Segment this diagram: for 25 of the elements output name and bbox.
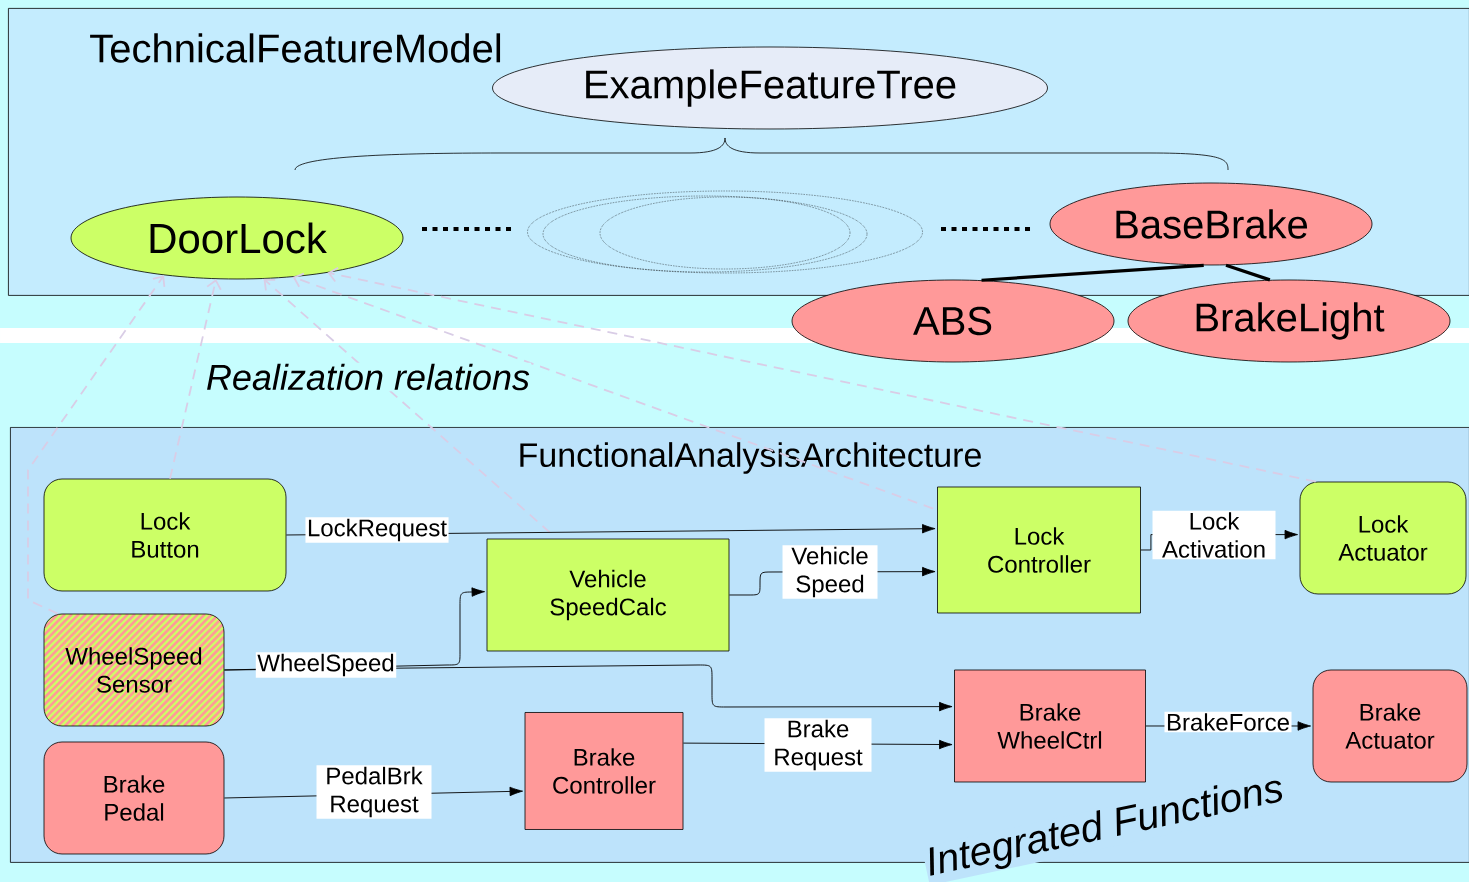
function-box: Lock Actuator	[1299, 481, 1467, 595]
dashed-arrow	[27, 275, 166, 615]
function-box: WheelSpeed Sensor	[43, 613, 225, 727]
function-box: Lock Button	[43, 478, 287, 592]
annotation-text: Realization relations	[204, 362, 532, 392]
function-box: Brake Pedal	[43, 741, 225, 855]
connector-line	[1225, 263, 1271, 282]
connector-line	[981, 263, 1204, 282]
edge-label: LockRequest	[305, 517, 449, 543]
edge-label: BrakeForce	[1164, 711, 1292, 733]
edge-label: Brake Request	[764, 718, 872, 772]
function-box: Lock Controller	[937, 486, 1141, 614]
function-box: Brake Controller	[524, 712, 684, 830]
function-box: Brake WheelCtrl	[954, 669, 1146, 783]
edge-label: WheelSpeed	[255, 652, 397, 678]
placeholder-ellipses	[527, 190, 923, 274]
function-box: Vehicle SpeedCalc	[486, 538, 730, 652]
function-box: Brake Actuator	[1312, 669, 1468, 783]
dashed-arrow	[263, 278, 551, 534]
edge-label: Lock Activation	[1152, 510, 1276, 560]
edge-label: Vehicle Speed	[782, 545, 878, 599]
dashed-arrow	[327, 266, 1317, 483]
dashed-arrow	[169, 279, 222, 480]
edge-label: PedalBrk Request	[316, 765, 432, 819]
dashed-arrow	[292, 272, 934, 510]
